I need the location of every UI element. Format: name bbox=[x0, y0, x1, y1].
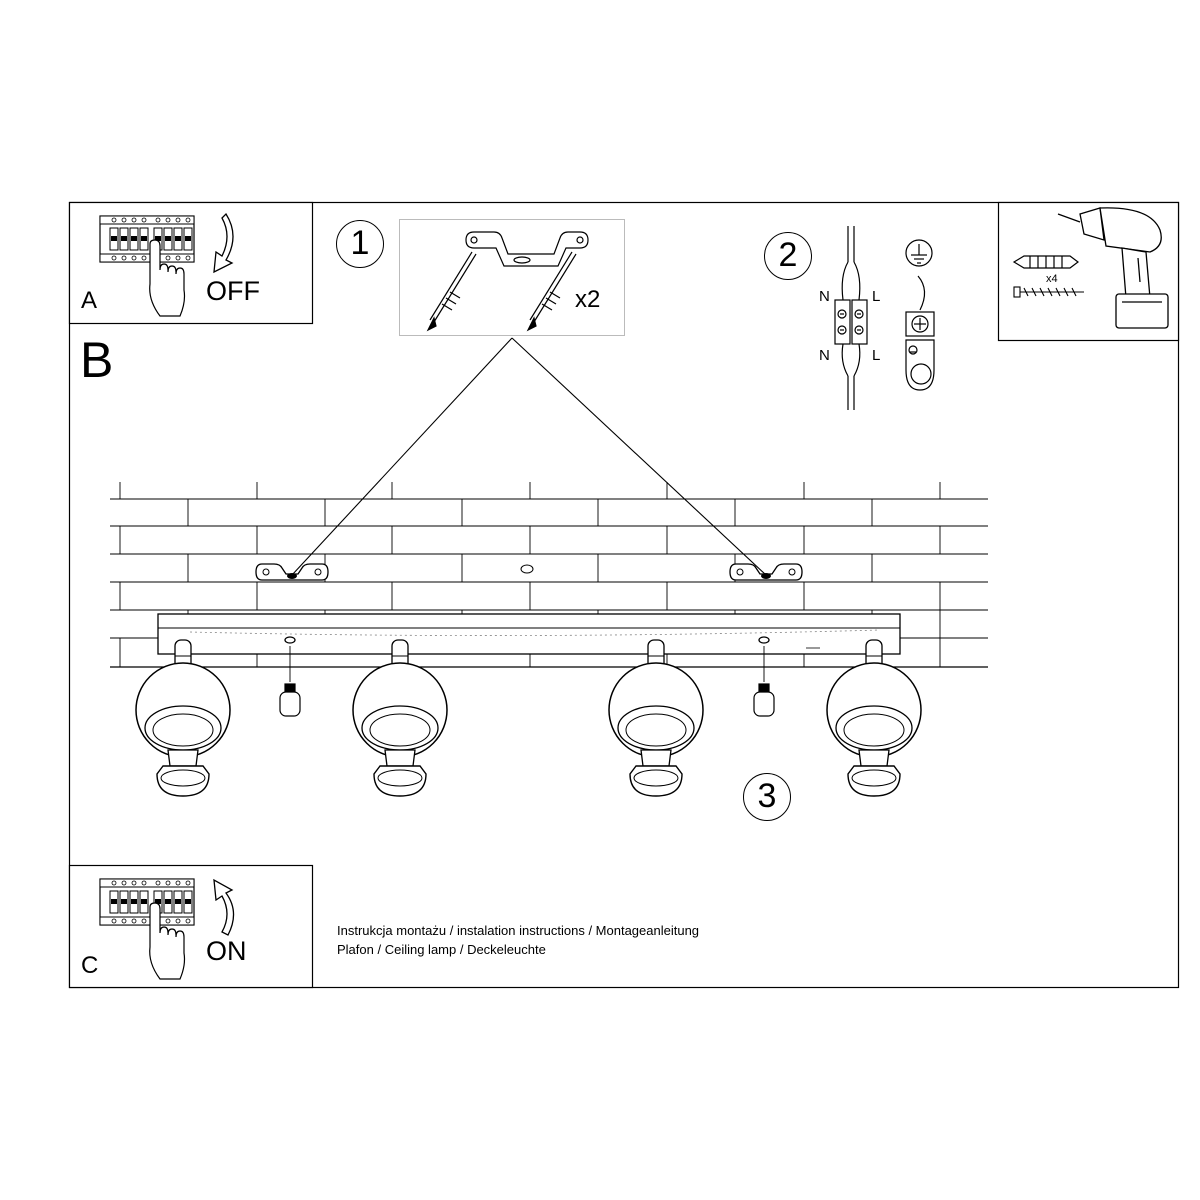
panel-a-letter: A bbox=[81, 287, 98, 314]
leader-lines bbox=[291, 337, 767, 576]
step-1-badge: 1 bbox=[336, 220, 384, 268]
screw-icon bbox=[279, 646, 775, 717]
spotlight-icon bbox=[826, 639, 922, 797]
off-label: OFF bbox=[206, 276, 260, 306]
outer-frame bbox=[68, 201, 1180, 989]
live-label-bottom: L bbox=[872, 347, 881, 364]
screw-icon bbox=[426, 251, 577, 332]
bracket-detail-box bbox=[399, 219, 625, 336]
mounting-bracket-icon bbox=[255, 563, 329, 581]
caption-line-2: Plafon / Ceiling lamp / Deckeleuchte bbox=[337, 942, 546, 957]
step-3-badge: 3 bbox=[743, 773, 791, 821]
mounting-bracket-icon bbox=[465, 231, 589, 267]
neutral-label-top: N bbox=[819, 288, 830, 305]
curved-arrow-down-icon bbox=[213, 212, 234, 274]
circuit-breaker-icon bbox=[99, 215, 195, 263]
caption-line-1: Instrukcja montażu / instalation instruc… bbox=[337, 923, 700, 938]
screw-quantity: x4 bbox=[1046, 273, 1058, 285]
spotlight-icon bbox=[608, 639, 704, 797]
curved-arrow-up-icon bbox=[213, 878, 235, 936]
neutral-label-bottom: N bbox=[819, 347, 830, 364]
on-label: ON bbox=[206, 936, 247, 966]
circuit-breaker-icon bbox=[99, 878, 195, 926]
spotlight-icon bbox=[135, 639, 231, 797]
spotlight-icon bbox=[352, 639, 448, 797]
lamp-base-plate bbox=[157, 613, 901, 655]
ceiling-cable-hole bbox=[520, 564, 534, 574]
step-2-badge: 2 bbox=[764, 232, 812, 280]
drill-icon bbox=[1057, 207, 1169, 329]
live-label-top: L bbox=[872, 288, 881, 305]
step-b-label: B bbox=[80, 332, 114, 388]
panel-c-letter: C bbox=[81, 952, 99, 979]
terminal-block-icon bbox=[834, 226, 868, 410]
bracket-quantity: x2 bbox=[575, 286, 601, 313]
mounting-bracket-icon bbox=[729, 563, 803, 581]
wall-plug-icon bbox=[1012, 255, 1079, 269]
screw-icon bbox=[1013, 286, 1084, 298]
ground-symbol-icon bbox=[905, 239, 935, 391]
